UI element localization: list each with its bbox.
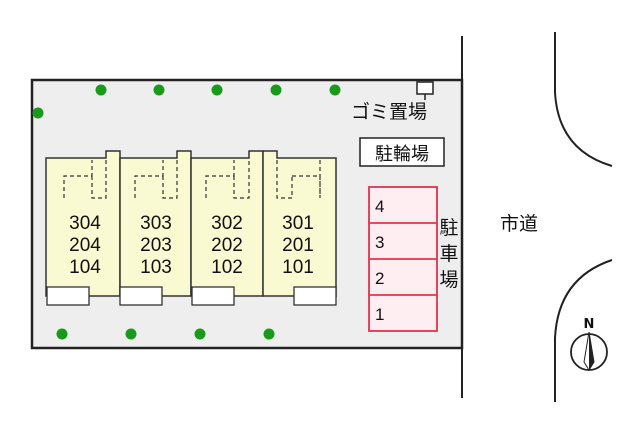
road-label: 市道 — [500, 213, 538, 235]
room-number: 204 — [69, 235, 101, 256]
tree-icon — [125, 328, 137, 340]
parking-label-char: 車 — [439, 243, 458, 265]
parking-lot: 4 3 2 1 — [368, 186, 438, 332]
road-edge-lower-right — [554, 259, 613, 402]
room-number: 302 — [211, 213, 243, 234]
room-number: 203 — [140, 235, 172, 256]
room-number: 101 — [282, 257, 314, 278]
parking-label-char: 場 — [439, 269, 458, 291]
room-number: 201 — [282, 235, 314, 256]
room-number: 301 — [282, 213, 314, 234]
tree-icon — [329, 84, 341, 96]
room-number: 303 — [140, 213, 172, 234]
tree-icon — [263, 328, 275, 340]
parking-space-number: 4 — [375, 197, 384, 216]
building-unit-block — [262, 150, 337, 297]
room-number: 103 — [140, 257, 172, 278]
tree-icon — [153, 84, 165, 96]
room-number: 102 — [211, 257, 243, 278]
building-interior-lines — [63, 160, 321, 199]
north-label: N — [584, 317, 595, 332]
parking-space-number: 3 — [375, 233, 384, 252]
bicycle-parking-label: 駐輪場 — [375, 144, 429, 165]
tree-icon — [270, 84, 282, 96]
garbage-label: ゴミ置場 — [351, 101, 427, 123]
tree-icon — [32, 107, 44, 119]
parking-space-number: 1 — [375, 305, 384, 324]
room-number: 202 — [211, 235, 243, 256]
entrance-box — [119, 286, 163, 306]
compass-icon: N — [570, 317, 608, 371]
room-number: 304 — [69, 213, 101, 234]
parking-label-char: 駐 — [439, 217, 458, 239]
parking-space-number: 2 — [375, 269, 384, 288]
entrance-box — [46, 286, 90, 306]
entrance-box — [191, 286, 235, 306]
buildings: 304 204 104 303 203 103 302 202 102 301 … — [45, 150, 337, 306]
tree-icon — [95, 84, 107, 96]
bicycle-parking-box — [359, 137, 445, 167]
tree-icon — [211, 84, 223, 96]
tree-icon — [194, 328, 206, 340]
trees — [32, 84, 341, 340]
tree-icon — [56, 328, 68, 340]
road-edge-upper-right — [554, 32, 613, 167]
room-number: 104 — [69, 257, 101, 278]
entrance-box — [293, 286, 337, 306]
garbage-station-icon — [416, 81, 434, 100]
